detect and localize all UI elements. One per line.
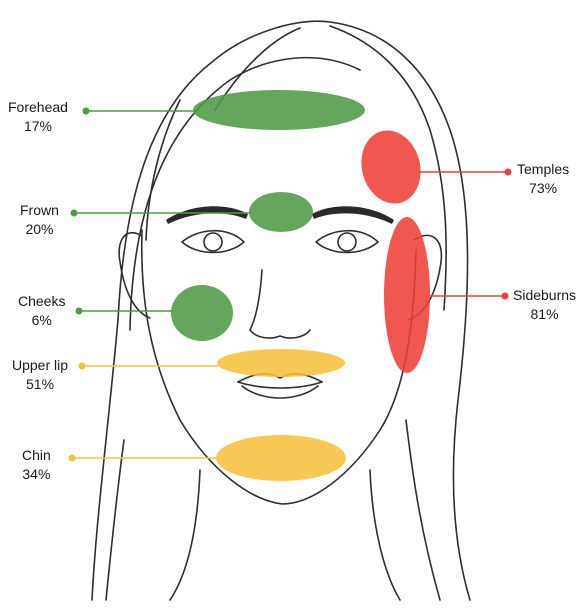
label-temples-name: Temples (517, 160, 569, 179)
label-forehead-value: 17% (8, 117, 68, 136)
label-upper-lip-name: Upper lip (12, 356, 68, 375)
neck-left (170, 470, 200, 600)
region-frown (249, 192, 313, 232)
region-temples (353, 124, 428, 210)
region-sideburns (384, 217, 430, 373)
label-sideburns-value: 81% (513, 305, 576, 324)
eyebrow-right (312, 206, 394, 224)
nose (250, 270, 310, 338)
dot-forehead (83, 108, 90, 115)
label-temples: Temples 73% (517, 160, 569, 198)
dot-temples (505, 169, 512, 176)
lips-line (238, 382, 322, 388)
label-sideburns-name: Sideburns (513, 286, 576, 305)
label-temples-value: 73% (517, 179, 569, 198)
label-frown-value: 20% (20, 220, 59, 239)
region-chin (216, 435, 346, 481)
label-cheeks-value: 6% (18, 311, 65, 330)
label-frown: Frown 20% (20, 201, 59, 239)
dot-upper-lip (79, 363, 86, 370)
eyebrow-left (166, 206, 248, 224)
hair-strand-6 (106, 440, 124, 600)
label-upper-lip: Upper lip 51% (12, 356, 68, 394)
iris-right (338, 233, 356, 251)
dot-chin (69, 455, 76, 462)
label-frown-name: Frown (20, 201, 59, 220)
label-cheeks-name: Cheeks (18, 292, 65, 311)
label-upper-lip-value: 51% (12, 375, 68, 394)
label-sideburns: Sideburns 81% (513, 286, 576, 324)
hair-strand-5 (406, 420, 440, 600)
label-forehead-name: Forehead (8, 98, 68, 117)
label-chin-value: 34% (22, 465, 51, 484)
region-upper-lip (217, 349, 345, 377)
label-chin-name: Chin (22, 446, 51, 465)
label-cheeks: Cheeks 6% (18, 292, 65, 330)
eye-left (182, 231, 244, 253)
label-chin: Chin 34% (22, 446, 51, 484)
region-forehead (193, 90, 365, 130)
label-forehead: Forehead 17% (8, 98, 68, 136)
dot-cheeks (76, 308, 83, 315)
eye-right (316, 231, 378, 253)
neck-right (370, 470, 400, 600)
iris-left (204, 233, 222, 251)
region-cheeks (171, 285, 233, 341)
dot-frown (71, 210, 78, 217)
dot-sideburns (502, 293, 509, 300)
